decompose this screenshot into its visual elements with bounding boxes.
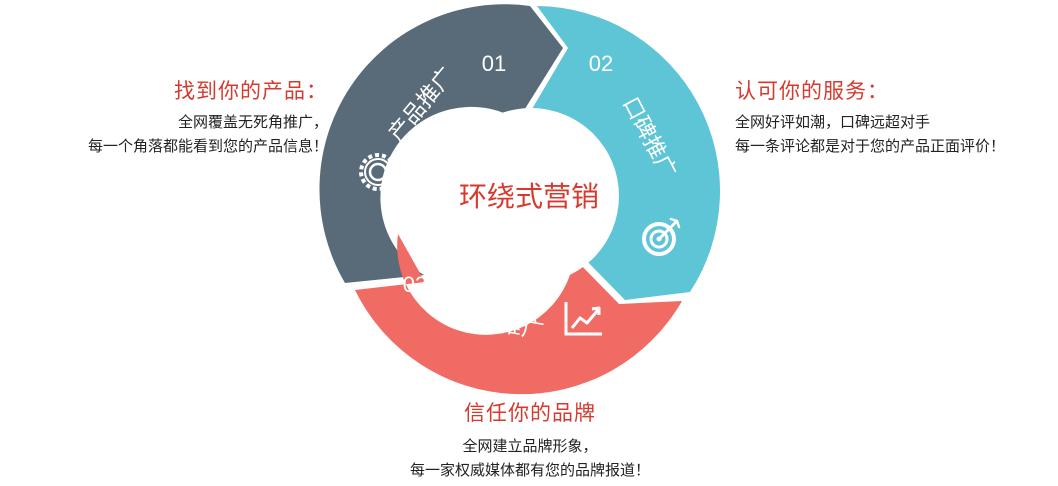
caption-bottom: 信任你的品牌 全网建立品牌形象， 每一家权威媒体都有您的品牌报道！ <box>300 400 760 482</box>
caption-bottom-line-2: 每一家权威媒体都有您的品牌报道！ <box>409 461 650 479</box>
segment-02-number: 02 <box>589 51 613 76</box>
growth-chart-icon <box>564 302 602 336</box>
caption-right-title: 认可你的服务： <box>735 79 889 103</box>
segment-03 <box>355 234 682 395</box>
target-icon <box>642 217 681 256</box>
caption-bottom-line-1: 全网建立品牌形象， <box>462 437 598 455</box>
center-label: 环绕式营销 <box>459 180 599 213</box>
caption-right-line-1: 全网好评如潮，口碑远超对手 <box>735 113 931 131</box>
caption-left: 找到你的产品： 全网覆盖无死角推广， 每一个角落都能看到您的产品信息！ <box>88 78 328 158</box>
segment-01 <box>319 4 563 284</box>
caption-left-line-2: 每一个角落都能看到您的产品信息！ <box>87 137 328 155</box>
caption-right: 认可你的服务： 全网好评如潮，口碑远超对手 每一条评论都是对于您的产品正面评价！ <box>735 78 1005 158</box>
segment-03-number: 03 <box>403 272 427 297</box>
caption-left-title: 找到你的产品： <box>174 79 328 103</box>
center-hub <box>443 108 619 284</box>
gear-icon <box>359 153 397 191</box>
caption-right-line-2: 每一条评论都是对于您的产品正面评价！ <box>735 137 1006 155</box>
caption-bottom-title: 信任你的品牌 <box>464 401 596 425</box>
caption-left-line-1: 全网覆盖无死角推广， <box>177 113 328 131</box>
segment-01-number: 01 <box>482 51 506 76</box>
